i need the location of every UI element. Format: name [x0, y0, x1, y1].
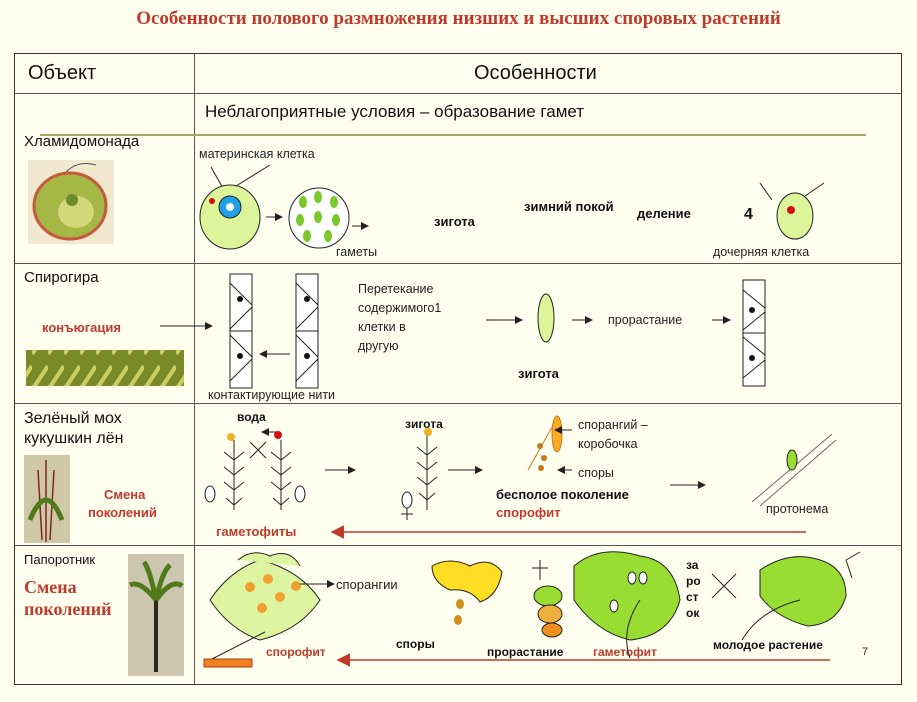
label-division: деление [637, 206, 691, 221]
page-number: 7 [862, 646, 869, 658]
label-flow-2: содержимого1 [358, 301, 442, 315]
label-sporophyte-moss: спорофит [496, 505, 561, 520]
row-name-fern: Папоротник [24, 552, 96, 567]
label-zarostok-1: за [686, 558, 699, 572]
label-conjugation: конъюгация [42, 320, 121, 335]
label-asexual-generation: бесполое поколение [496, 487, 629, 502]
label-alternation-1: Смена [104, 487, 146, 502]
moss-photo [24, 455, 70, 543]
label-contact-threads: контактирующие нити [208, 388, 336, 402]
row-divider [14, 545, 902, 546]
label-growth-fern: прорастание [487, 645, 564, 659]
label-sporangium-1: спорангий – [578, 418, 648, 432]
label-four: 4 [744, 206, 753, 223]
label-flow-4: другую [358, 339, 399, 353]
row-divider [14, 93, 902, 94]
spirogyra-cycle [160, 273, 766, 389]
table-frame [14, 53, 902, 685]
label-sporangium-2: коробочка [578, 437, 638, 451]
label-gametes: гаметы [336, 245, 378, 259]
label-zarostok-2: ро [686, 574, 701, 588]
label-zygote-moss: зигота [405, 417, 443, 431]
label-sporophyte-fern: спорофит [266, 645, 326, 659]
moss-cycle [204, 415, 837, 539]
label-alternation-fern-2: поколений [24, 599, 112, 619]
label-daughter-cell: дочерняя клетка [713, 245, 810, 259]
label-zygote-spiro: зигота [518, 366, 559, 381]
label-protonema: протонема [766, 502, 829, 516]
label-alternation-fern-1: Смена [24, 577, 77, 597]
spirogyra-photo [26, 350, 184, 386]
chlamydomonas-cycle [199, 164, 825, 250]
label-sporangia: спорангии [336, 577, 398, 592]
chlamydomonas-photo [28, 160, 114, 244]
header-features: Особенности [474, 62, 597, 84]
row-name-chlamydomonas: Хламидомонада [24, 133, 140, 150]
subheader-underline [40, 134, 866, 136]
label-gametophyte-fern: гаметофит [593, 645, 657, 659]
label-growth: прорастание [608, 313, 683, 327]
label-zarostok-3: ст [686, 590, 699, 604]
label-alternation-2: поколений [88, 505, 157, 520]
subheader: Неблагоприятные условия – образование га… [205, 102, 585, 121]
label-young-plant: молодое растение [713, 638, 823, 652]
column-divider [194, 53, 195, 685]
label-gametophytes: гаметофиты [216, 524, 297, 539]
row-divider [14, 263, 902, 264]
label-winter-rest: зимний покой [524, 199, 614, 214]
moss-gametangia [227, 428, 547, 471]
header-object: Объект [28, 62, 97, 84]
label-flow-1: Перетекание [358, 282, 434, 296]
label-spores-fern: споры [396, 637, 435, 651]
label-water: вода [237, 410, 266, 424]
slide-title: Особенности полового размножения низших … [136, 8, 781, 29]
label-zarostok-4: ок [686, 606, 700, 620]
row-name-moss-2: кукушкин лён [24, 430, 124, 447]
label-mother-cell: материнская клетка [199, 147, 315, 161]
label-spores-moss: споры [578, 466, 614, 480]
fern-cycle [203, 551, 861, 668]
row-name-spirogyra: Спирогира [24, 269, 99, 286]
label-flow-3: клетки в [358, 320, 406, 334]
fern-photo [128, 554, 184, 676]
label-zygote: зигота [434, 214, 475, 229]
row-name-moss-1: Зелёный мох [24, 410, 122, 427]
row-divider [14, 403, 902, 404]
